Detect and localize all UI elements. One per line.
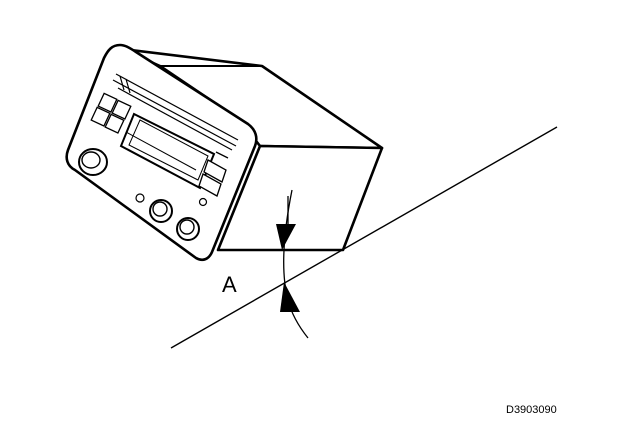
volume-knob-icon <box>78 148 108 176</box>
angle-label: A <box>222 272 237 297</box>
housing-side-face <box>216 144 384 252</box>
figure-reference-code: D3903090 <box>506 404 557 416</box>
side-buttons <box>198 151 229 197</box>
angle-arrow-upper-icon <box>276 224 296 250</box>
mounting-surface-line <box>170 126 558 349</box>
selector-knob-icon <box>176 217 200 241</box>
tuning-knob-icon <box>149 199 173 223</box>
display-window <box>119 112 216 190</box>
indicator-dots <box>135 193 208 207</box>
preset-buttons <box>90 92 132 134</box>
angle-arrow-lower-icon <box>280 282 300 312</box>
top-grille <box>112 73 239 151</box>
radio-unit <box>65 43 384 262</box>
